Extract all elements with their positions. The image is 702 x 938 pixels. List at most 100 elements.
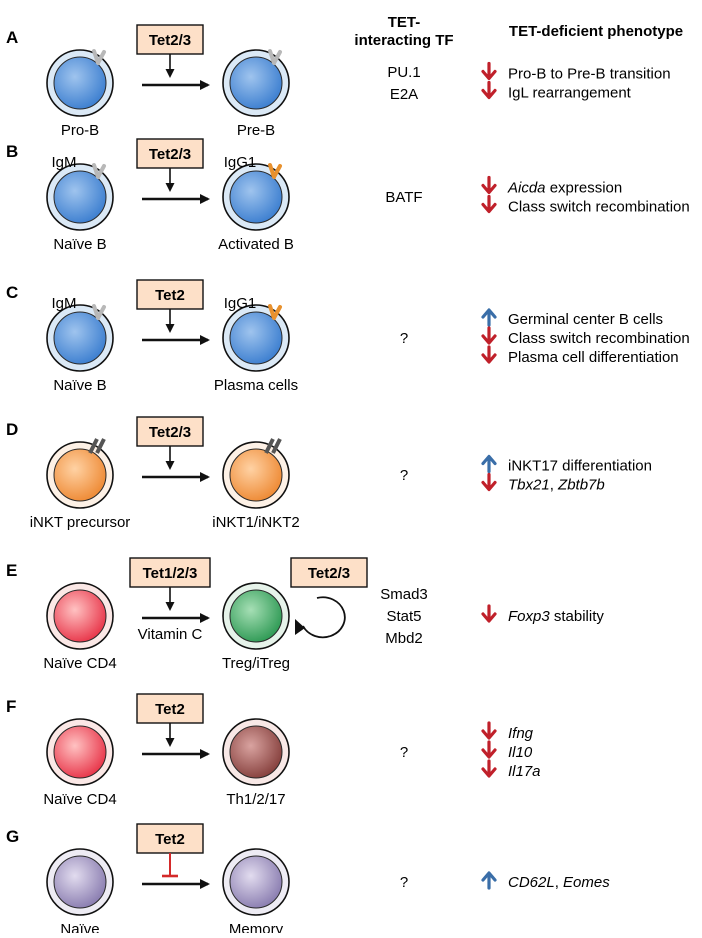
panel-c-phenotype-2-segment-1: Class switch recombination: [508, 330, 690, 347]
panel-b-target-receptor-icon: [268, 163, 282, 179]
panel-d-source-nucleus: [53, 448, 107, 502]
panel-e-loop-enzyme-box: [290, 557, 368, 588]
panel-c-phenotype-2-down-arrow-icon: [481, 326, 497, 345]
panel-f-enzyme-label: Tet2: [155, 701, 185, 718]
panel-d-phenotype-1-segment-1: iNKT17 differentiation: [508, 458, 652, 475]
panel-a-enzyme-label: Tet2/3: [149, 32, 191, 49]
panel-b-phenotype-1-segment-1: Aicda: [507, 180, 546, 197]
panel-g-phenotype-1-up-arrow-icon: [481, 871, 497, 890]
panel-f-phenotype-2: Il10: [508, 744, 533, 761]
panel-d-tf-1: ?: [400, 467, 408, 484]
panel-c-source-label: Naïve B: [53, 377, 106, 394]
panel-g-phenotype-1-segment-1: CD62L: [508, 874, 555, 891]
panel-b-target-nucleus: [229, 170, 283, 224]
panel-a-target-receptor-icon: [268, 49, 282, 65]
panel-c-source-receptor-label: IgM: [51, 295, 76, 312]
panel-b-phenotype-2-down-arrow-icon: [481, 194, 497, 214]
panel-d-target-label: iNKT1/iNKT2: [212, 514, 300, 531]
panel-g-target-cell: [222, 848, 290, 916]
panel-b-phenotype-1-segment-2: expression: [546, 180, 623, 197]
panel-e-tf-2: Stat5: [386, 608, 421, 625]
panel-g-phenotype-1-segment-2: ,: [555, 874, 563, 891]
panel-b-source-receptor-icon: [92, 163, 106, 179]
panel-e-phenotype-1-segment-2: stability: [550, 608, 605, 625]
panel-e-target-label: Treg/iTreg: [222, 655, 290, 672]
panel-d-phenotype-2: Tbx21, Zbtb7b: [508, 477, 605, 494]
panel-g-source-nucleus: [53, 855, 107, 909]
panel-g-source-label-line1: Naïve: [60, 921, 99, 933]
panel-f-source-label: Naïve CD4: [43, 791, 116, 808]
panel-c-target-label: Plasma cells: [214, 377, 298, 394]
panel-d-letter: D: [6, 420, 18, 439]
panel-b-enzyme-label: Tet2/3: [149, 146, 191, 163]
panel-c-target-receptor-icon: [268, 304, 282, 320]
panel-a-phenotype-2: IgL rearrangement: [508, 85, 632, 102]
panel-e-loop-enzyme-label: Tet2/3: [308, 565, 350, 582]
panel-e-loop-arrowhead: [295, 619, 305, 635]
panel-b-target-receptor-label: IgG1: [224, 154, 257, 171]
panel-e-source-nucleus: [53, 589, 107, 643]
panel-d-enzyme-box: [136, 416, 204, 447]
panel-c-phenotype-2: Class switch recombination: [508, 330, 690, 347]
panel-g: GNaïveCD8MemoryCD8Tet2?CD62L, Eomes: [6, 823, 610, 938]
panel-g-source-cell: [46, 848, 114, 916]
panel-g-phenotype-1: CD62L, Eomes: [508, 874, 610, 891]
panel-b-source-nucleus: [53, 170, 107, 224]
panel-e-source-cell: [46, 582, 114, 650]
panel-g-phenotype-1-segment-3: Eomes: [563, 874, 610, 891]
panel-b-source-receptor-label: IgM: [51, 154, 76, 171]
panel-e-loop-arrow: [302, 596, 346, 639]
panel-a-source-receptor-icon: [92, 49, 106, 65]
panel-f-phenotype-2-down-arrow-icon: [481, 740, 497, 759]
panel-e-target-nucleus: [229, 589, 283, 643]
panel-c-target-cell: IgG1: [222, 295, 290, 372]
panel-c-target-receptor-label: IgG1: [224, 295, 257, 312]
panel-c-source-receptor-icon: [92, 304, 106, 320]
panel-e-tf-3: Mbd2: [385, 630, 423, 647]
panel-b-letter: B: [6, 142, 18, 161]
panel-d-target-tcr-icon: [264, 438, 282, 454]
panel-g-target-label-line1: Memory: [229, 921, 284, 933]
panel-a-phenotype-2-segment-1: IgL rearrangement: [508, 85, 632, 102]
panel-e-phenotype-1-segment-1: Foxp3: [508, 608, 550, 625]
panel-f-phenotype-3-down-arrow-icon: [481, 759, 497, 778]
panel-c-phenotype-1-up-arrow-icon: [481, 308, 497, 327]
panel-a-target-cell: [222, 49, 290, 117]
panel-d-source-label: iNKT precursor: [30, 514, 131, 531]
panel-c-phenotype-3-segment-1: Plasma cell differentiation: [508, 349, 679, 366]
panel-b-enzyme-box: [136, 138, 204, 169]
panel-g-enzyme-label: Tet2: [155, 831, 185, 848]
panel-b-phenotype-2: Class switch recombination: [508, 199, 690, 216]
panel-b-target-cell: IgG1: [222, 154, 290, 231]
panel-c-phenotype-1-segment-1: Germinal center B cells: [508, 311, 663, 328]
panel-c-source-nucleus: [53, 311, 107, 365]
panel-c-phenotype-1: Germinal center B cells: [508, 311, 663, 328]
panel-e-letter: E: [6, 561, 17, 580]
panel-g-tf-1: ?: [400, 874, 408, 891]
panel-d-source-cell: [46, 438, 114, 509]
panel-d-phenotype-1-up-arrow-icon: [481, 454, 497, 474]
tf-header-line1: TET-: [388, 14, 421, 31]
panel-g-target-nucleus: [229, 855, 283, 909]
panel-a-tf-2: E2A: [390, 86, 418, 103]
panel-e-enzyme-label: Tet1/2/3: [143, 565, 198, 582]
panel-c-letter: C: [6, 283, 18, 302]
panel-f-phenotype-1: Ifng: [508, 725, 534, 742]
panel-f-letter: F: [6, 697, 16, 716]
phenotype-header: TET-deficient phenotype: [509, 23, 683, 40]
panel-f-phenotype-1-segment-1: Ifng: [508, 725, 534, 742]
panel-f-phenotype-3-segment-1: Il17a: [508, 763, 541, 780]
panel-a-target-label: Pre-B: [237, 122, 275, 139]
panel-e-phenotype-1: Foxp3 stability: [508, 608, 604, 625]
panel-d-enzyme-label: Tet2/3: [149, 424, 191, 441]
panel-f-target-nucleus: [229, 725, 283, 779]
panel-e-cofactor-label: Vitamin C: [138, 626, 203, 643]
panel-b-phenotype-2-segment-1: Class switch recombination: [508, 199, 690, 216]
panel-e-tf-1: Smad3: [380, 586, 428, 603]
panel-b-source-cell: IgM: [46, 154, 114, 231]
panel-b-phenotype-1: Aicda expression: [507, 180, 622, 197]
